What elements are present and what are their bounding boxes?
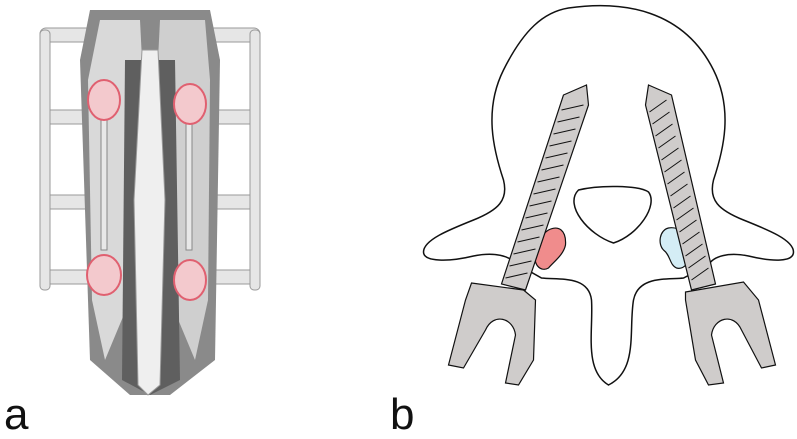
panel-a (30, 0, 270, 400)
rod-right (185, 114, 193, 251)
panel-label-b: b (390, 390, 415, 439)
screw-heads-highlight (86, 79, 207, 301)
spine-3d-rendering (39, 10, 261, 396)
rod-left (100, 114, 108, 251)
vertebra-axial-schematic (422, 4, 795, 386)
pedicle-screw-left (447, 84, 590, 386)
panel-label-a: a (4, 390, 29, 439)
panel-b (420, 0, 797, 400)
pedicle-screw-right (644, 84, 777, 386)
spinal-canal (573, 185, 652, 244)
